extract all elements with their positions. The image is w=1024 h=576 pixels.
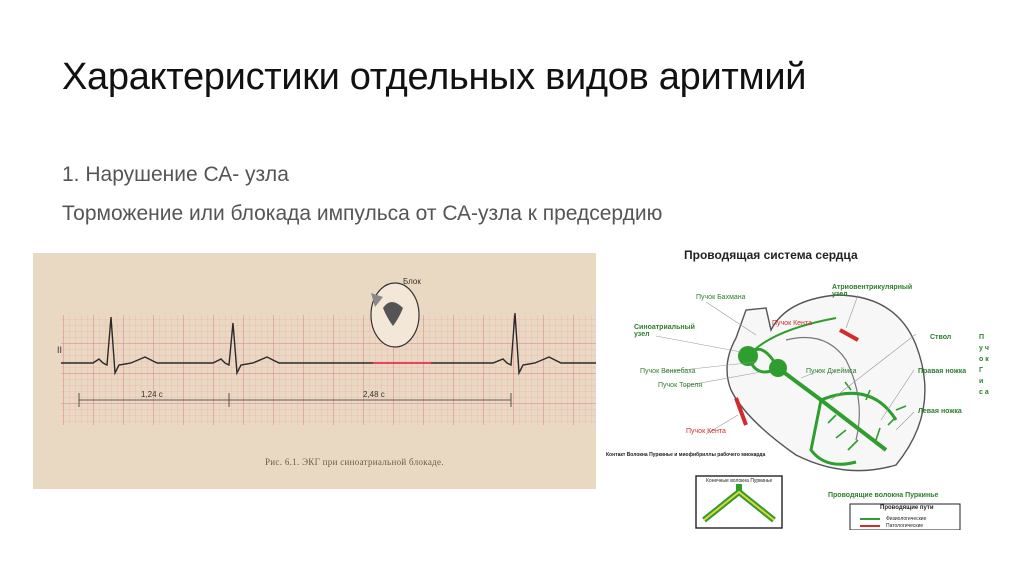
label-james: Пучок Джеймса [806,368,857,375]
bullet-2: Торможение или блокада импульса от СА-уз… [62,202,663,225]
label-wenckebach: Пучок Венкебаха [640,368,696,375]
ecg-trace-graphic [61,282,597,425]
ecg-lead-label: II [57,345,63,355]
ecg-interval-2: 2,48 с [363,390,385,399]
legend-title: Проводящие пути [880,505,934,511]
ecg-figure: II 1,24 с 2,48 с Блок Рис. 6.1. ЭКГ при … [33,253,597,489]
ecg-block-label: Блок [403,277,421,286]
label-sa-node: Синоатриальный узел [634,324,695,338]
ecg-interval-1: 1,24 с [141,390,163,399]
label-right-leg: Правая ножка [918,368,967,375]
label-contact: Контакт Волокна Пуркинье и миофибриллы р… [606,452,766,458]
heart-conduction-diagram: Проводящая система сердца Пучок Бахмана … [596,240,1016,530]
label-trunk: Ствол [930,334,952,341]
label-bachmann: Пучок Бахмана [696,294,746,301]
label-kent-bottom: Пучок Кента [686,428,726,435]
label-purkinje: Проводящие волокна Пуркинье [828,492,939,499]
heart-graphic [655,294,961,530]
legend-pathological: Патологические [886,523,924,529]
label-kent-top: Пучок Кента [772,320,812,327]
label-purkinje-inset: Конечные волокна Пуркинье [706,478,773,484]
label-left-leg: Левая ножка [918,408,962,415]
ecg-caption: Рис. 6.1. ЭКГ при синоатриальной блокаде… [265,457,444,467]
label-his-bundle: П у ч о к Г и с а [979,334,989,396]
legend-physiological: Физиологические [886,516,927,522]
label-thorel: Пучок Тореля [658,382,703,389]
slide-title: Характеристики отдельных видов аритмий [62,56,807,98]
label-av-node: Атриовентрикулярный узел [832,284,913,298]
bullet-1: 1. Нарушение СА- узла [62,163,289,186]
heart-diagram-title: Проводящая система сердца [684,248,858,262]
